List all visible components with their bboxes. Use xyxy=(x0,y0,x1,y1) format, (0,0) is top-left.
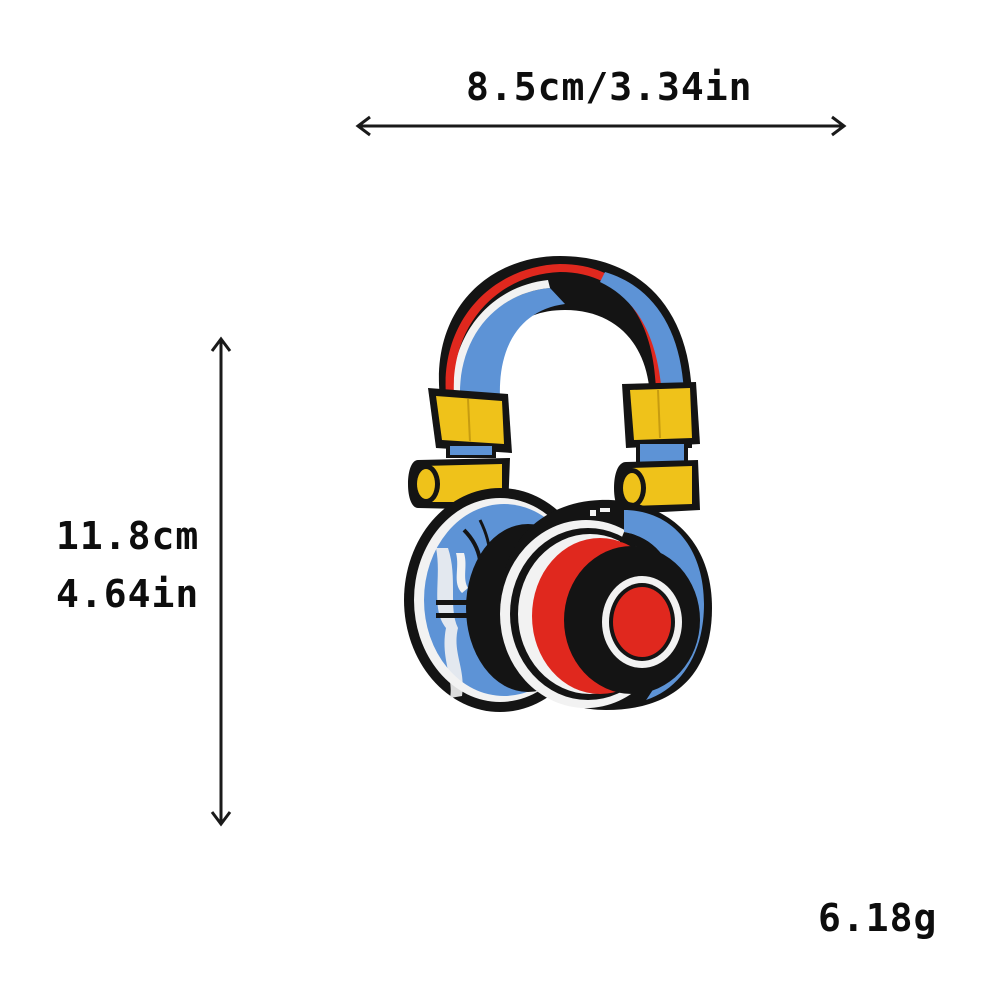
right-ear-cup xyxy=(500,499,712,710)
height-dimension-label-in: 4.64in xyxy=(56,572,200,616)
headphones-patch-image xyxy=(404,256,712,712)
height-dimension-label-cm: 11.8cm xyxy=(56,514,200,558)
width-dimension-label: 8.5cm/3.34in xyxy=(466,65,753,109)
double-headed-horizontal-arrow-icon xyxy=(355,115,847,137)
headband xyxy=(438,256,692,448)
double-headed-vertical-arrow-icon xyxy=(210,336,232,827)
right-yoke xyxy=(614,382,700,514)
weight-label: 6.18g xyxy=(818,896,938,940)
